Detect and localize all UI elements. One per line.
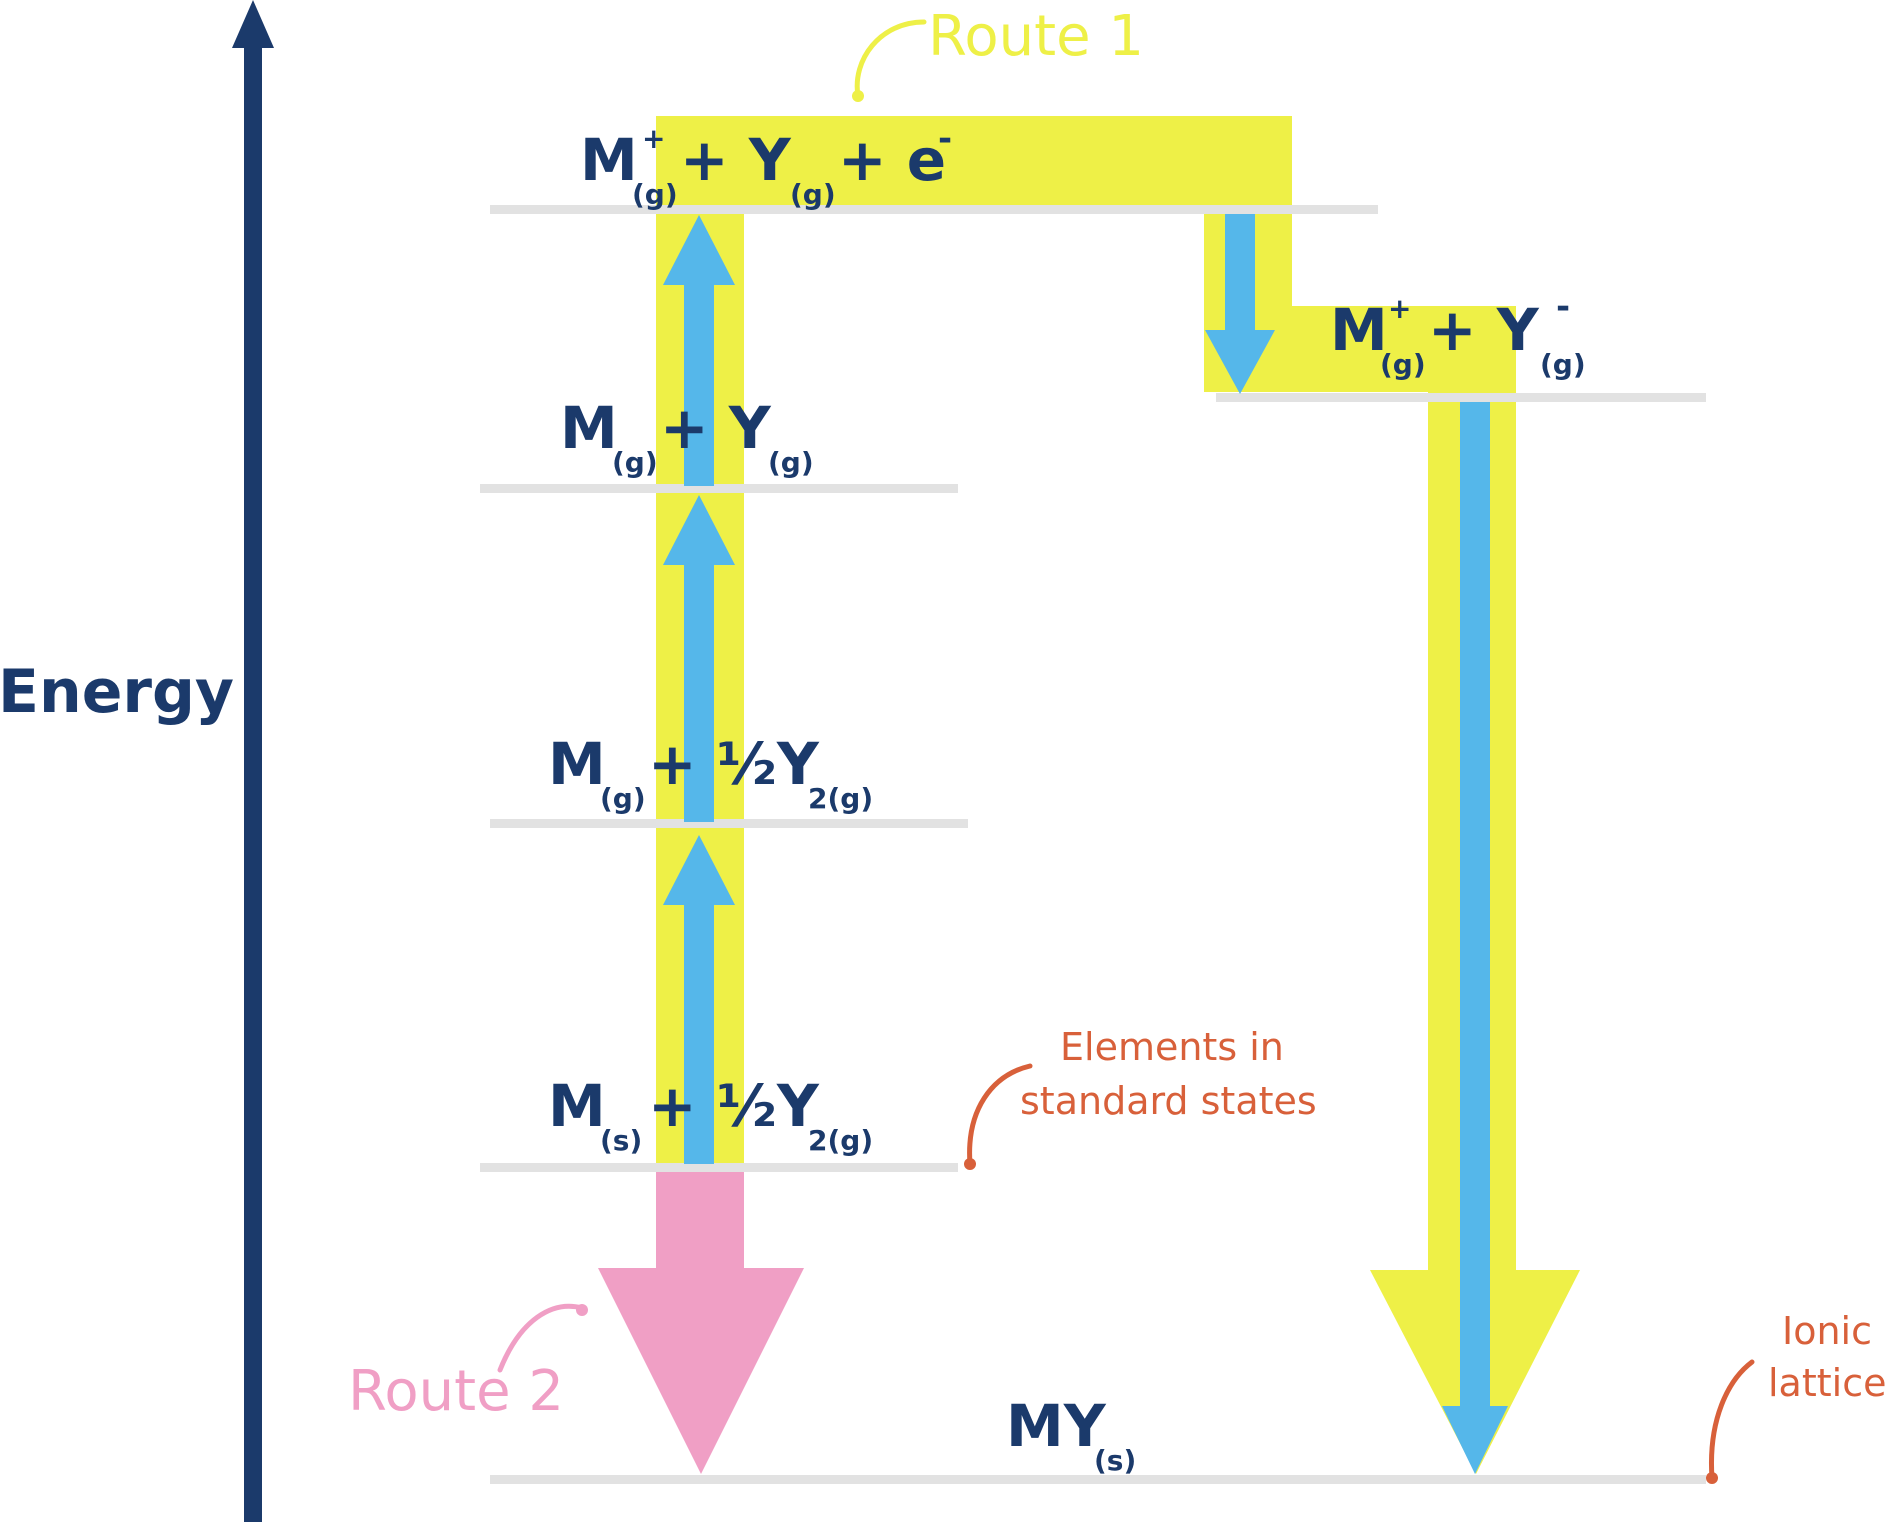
route2-arrow-shaft (656, 1172, 744, 1272)
label-gaseous-atoms: M (g) + Y (g) (560, 394, 814, 486)
level-line-standard-states (480, 1163, 958, 1172)
gaseous-ions-y: + Y (1428, 296, 1540, 364)
standard-states-y: + ½Y (648, 1072, 820, 1140)
gaseous-atoms-y: + Y (660, 394, 772, 462)
lattice-annotation-line1: Ionic (1782, 1309, 1872, 1353)
level-line-lattice (490, 1475, 1706, 1484)
level-line-gaseous-atoms (480, 484, 958, 493)
lattice-connector-dot (1706, 1472, 1718, 1484)
gaseous-ions-plus-sup: + (1388, 292, 1411, 325)
ions-electron-plus-sup: + (642, 122, 665, 155)
blue-arrow-ionisation-shaft (684, 284, 714, 486)
route2-connector-dot (576, 1304, 588, 1316)
elements-annotation: Elements in standard states (1020, 1025, 1317, 1123)
standard-states-s: (s) (600, 1124, 642, 1157)
blue-arrow-lattice-shaft (1460, 402, 1490, 1408)
level-line-gaseous-ions (1216, 393, 1706, 402)
ions-electron-y: + Y (680, 126, 792, 194)
lattice-annotation: Ionic lattice (1768, 1309, 1885, 1405)
blue-arrow-ionisation-head-icon (663, 215, 735, 285)
label-lattice: MY (s) (1006, 1392, 1136, 1477)
elements-annotation-line2: standard states (1020, 1079, 1317, 1123)
standard-states-m: M (548, 1072, 606, 1140)
level-line-ions-electron (490, 205, 1378, 214)
route2-label: Route 2 (348, 1359, 564, 1424)
gaseous-ions-minus-sup: - (1556, 287, 1570, 327)
label-standard-states: M (s) + ½Y 2(g) (548, 1072, 873, 1164)
gaseous-atoms-g1: (g) (612, 446, 658, 479)
ions-electron-g1: (g) (632, 178, 678, 211)
atomised-metal-y: + ½Y (648, 730, 820, 798)
elements-connector (967, 1063, 1033, 1167)
ions-electron-e: + e (838, 126, 946, 194)
lattice-s: (s) (1094, 1444, 1136, 1477)
label-gaseous-ions: M + (g) + Y - (g) (1330, 264, 1590, 388)
route2-connector (497, 1303, 585, 1373)
blue-arrow-atomise-nonmetal-head-icon (663, 495, 735, 565)
blue-arrow-electron-affinity-head-icon (1205, 330, 1275, 394)
route1-connector-dot (852, 90, 864, 102)
atomised-metal-m: M (548, 730, 606, 798)
ions-electron-m: M (580, 126, 638, 194)
ions-electron-minus-sup: - (938, 119, 952, 159)
elements-annotation-line1: Elements in (1060, 1025, 1284, 1069)
gaseous-ions-m: M (1330, 296, 1388, 364)
blue-arrow-atomise-metal-head-icon (663, 835, 735, 905)
route1-band-top (656, 116, 1292, 206)
lattice-my: MY (1006, 1392, 1107, 1460)
atomised-metal-g1: (g) (600, 782, 646, 815)
ions-electron-g2: (g) (790, 178, 836, 211)
energy-axis-label: Energy (0, 657, 234, 727)
level-line-atomised-metal (490, 819, 968, 828)
gaseous-atoms-m: M (560, 394, 618, 462)
blue-arrow-atomise-metal-shaft (684, 904, 714, 1164)
blue-arrow-lattice-head-icon (1442, 1406, 1508, 1474)
gaseous-ions-g1: (g) (1380, 348, 1426, 381)
blue-arrow-electron-affinity-shaft (1225, 214, 1255, 332)
label-ions-electron: M + (g) + Y (g) + e - (580, 94, 966, 218)
route2-arrowhead-icon (598, 1268, 804, 1474)
label-atomised-metal: M (g) + ½Y 2(g) (548, 730, 873, 822)
blue-arrow-atomise-nonmetal-shaft (684, 564, 714, 822)
route1-connector (854, 19, 927, 99)
standard-states-sub: 2(g) (808, 1124, 873, 1157)
lattice-connector (1708, 1359, 1755, 1481)
gaseous-atoms-g2: (g) (768, 446, 814, 479)
route1-label: Route 1 (928, 4, 1144, 69)
energy-axis-shaft (244, 48, 262, 1522)
gaseous-ions-g2: (g) (1540, 348, 1586, 381)
energy-axis-arrowhead-icon (232, 0, 274, 48)
elements-connector-dot (964, 1158, 976, 1170)
lattice-annotation-line2: lattice (1768, 1361, 1885, 1405)
atomised-metal-sub: 2(g) (808, 782, 873, 815)
